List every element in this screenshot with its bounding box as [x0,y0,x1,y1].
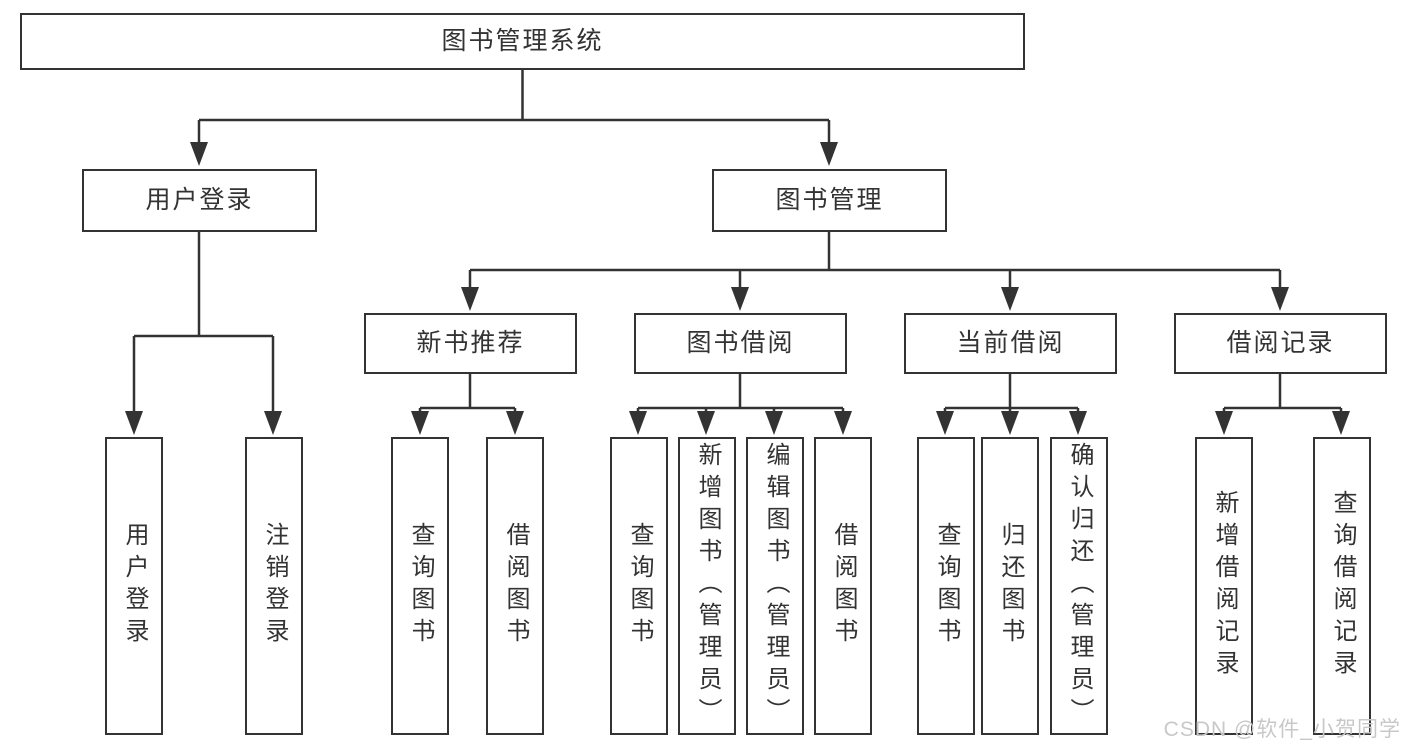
leaf-add-borrow-record: 新增借阅记录 [1195,437,1253,735]
leaf-label: 查询图书 [407,522,434,650]
leaf-query-books-borrow: 查询图书 [610,437,668,735]
leaf-query-borrow-record: 查询借阅记录 [1313,437,1371,735]
node-label: 用户登录 [145,186,254,214]
node-label: 借阅记录 [1226,329,1335,357]
leaf-label: 查询借阅记录 [1329,490,1356,682]
leaf-add-book-admin: 新增图书（管理员） [678,437,736,735]
node-root-label: 图书管理系统 [441,27,604,55]
leaf-borrow-books: 借阅图书 [814,437,872,735]
leaf-query-books-current: 查询图书 [917,437,975,735]
leaf-label: 注销登录 [261,522,288,650]
leaf-label: 借阅图书 [502,522,529,650]
leaf-return-book: 归还图书 [981,437,1039,735]
csdn-watermark: CSDN @软件_小贺同学 [1163,718,1401,741]
node-label: 当前借阅 [956,329,1065,357]
node-label: 图书借阅 [686,329,795,357]
leaf-edit-book-admin: 编辑图书（管理员） [746,437,804,735]
leaf-user-login: 用户登录 [105,437,163,735]
leaf-label: 查询图书 [626,522,653,650]
leaf-confirm-return-admin: 确认归还（管理员） [1050,437,1108,735]
leaf-label: 用户登录 [121,522,148,650]
node-label: 图书管理 [775,186,884,214]
leaf-label: 查询图书 [933,522,960,650]
leaf-label: 归还图书 [997,522,1024,650]
node-root-system: 图书管理系统 [20,13,1025,70]
leaf-logout: 注销登录 [245,437,303,735]
leaf-label: 新增借阅记录 [1211,490,1238,682]
leaf-label: 确认归还（管理员） [1066,442,1093,730]
node-book-borrow: 图书借阅 [634,313,847,374]
leaf-query-books-recommend: 查询图书 [391,437,449,735]
leaf-label: 借阅图书 [830,522,857,650]
arrowheads [125,142,1350,435]
leaf-label: 编辑图书（管理员） [762,442,789,730]
node-new-book-recommend: 新书推荐 [364,313,577,374]
leaf-borrow-books-recommend: 借阅图书 [486,437,544,735]
node-current-borrow: 当前借阅 [904,313,1117,374]
node-user-login: 用户登录 [82,169,317,232]
node-borrow-records: 借阅记录 [1174,313,1387,374]
node-book-management: 图书管理 [712,169,947,232]
node-label: 新书推荐 [416,329,525,357]
leaf-label: 新增图书（管理员） [694,442,721,730]
